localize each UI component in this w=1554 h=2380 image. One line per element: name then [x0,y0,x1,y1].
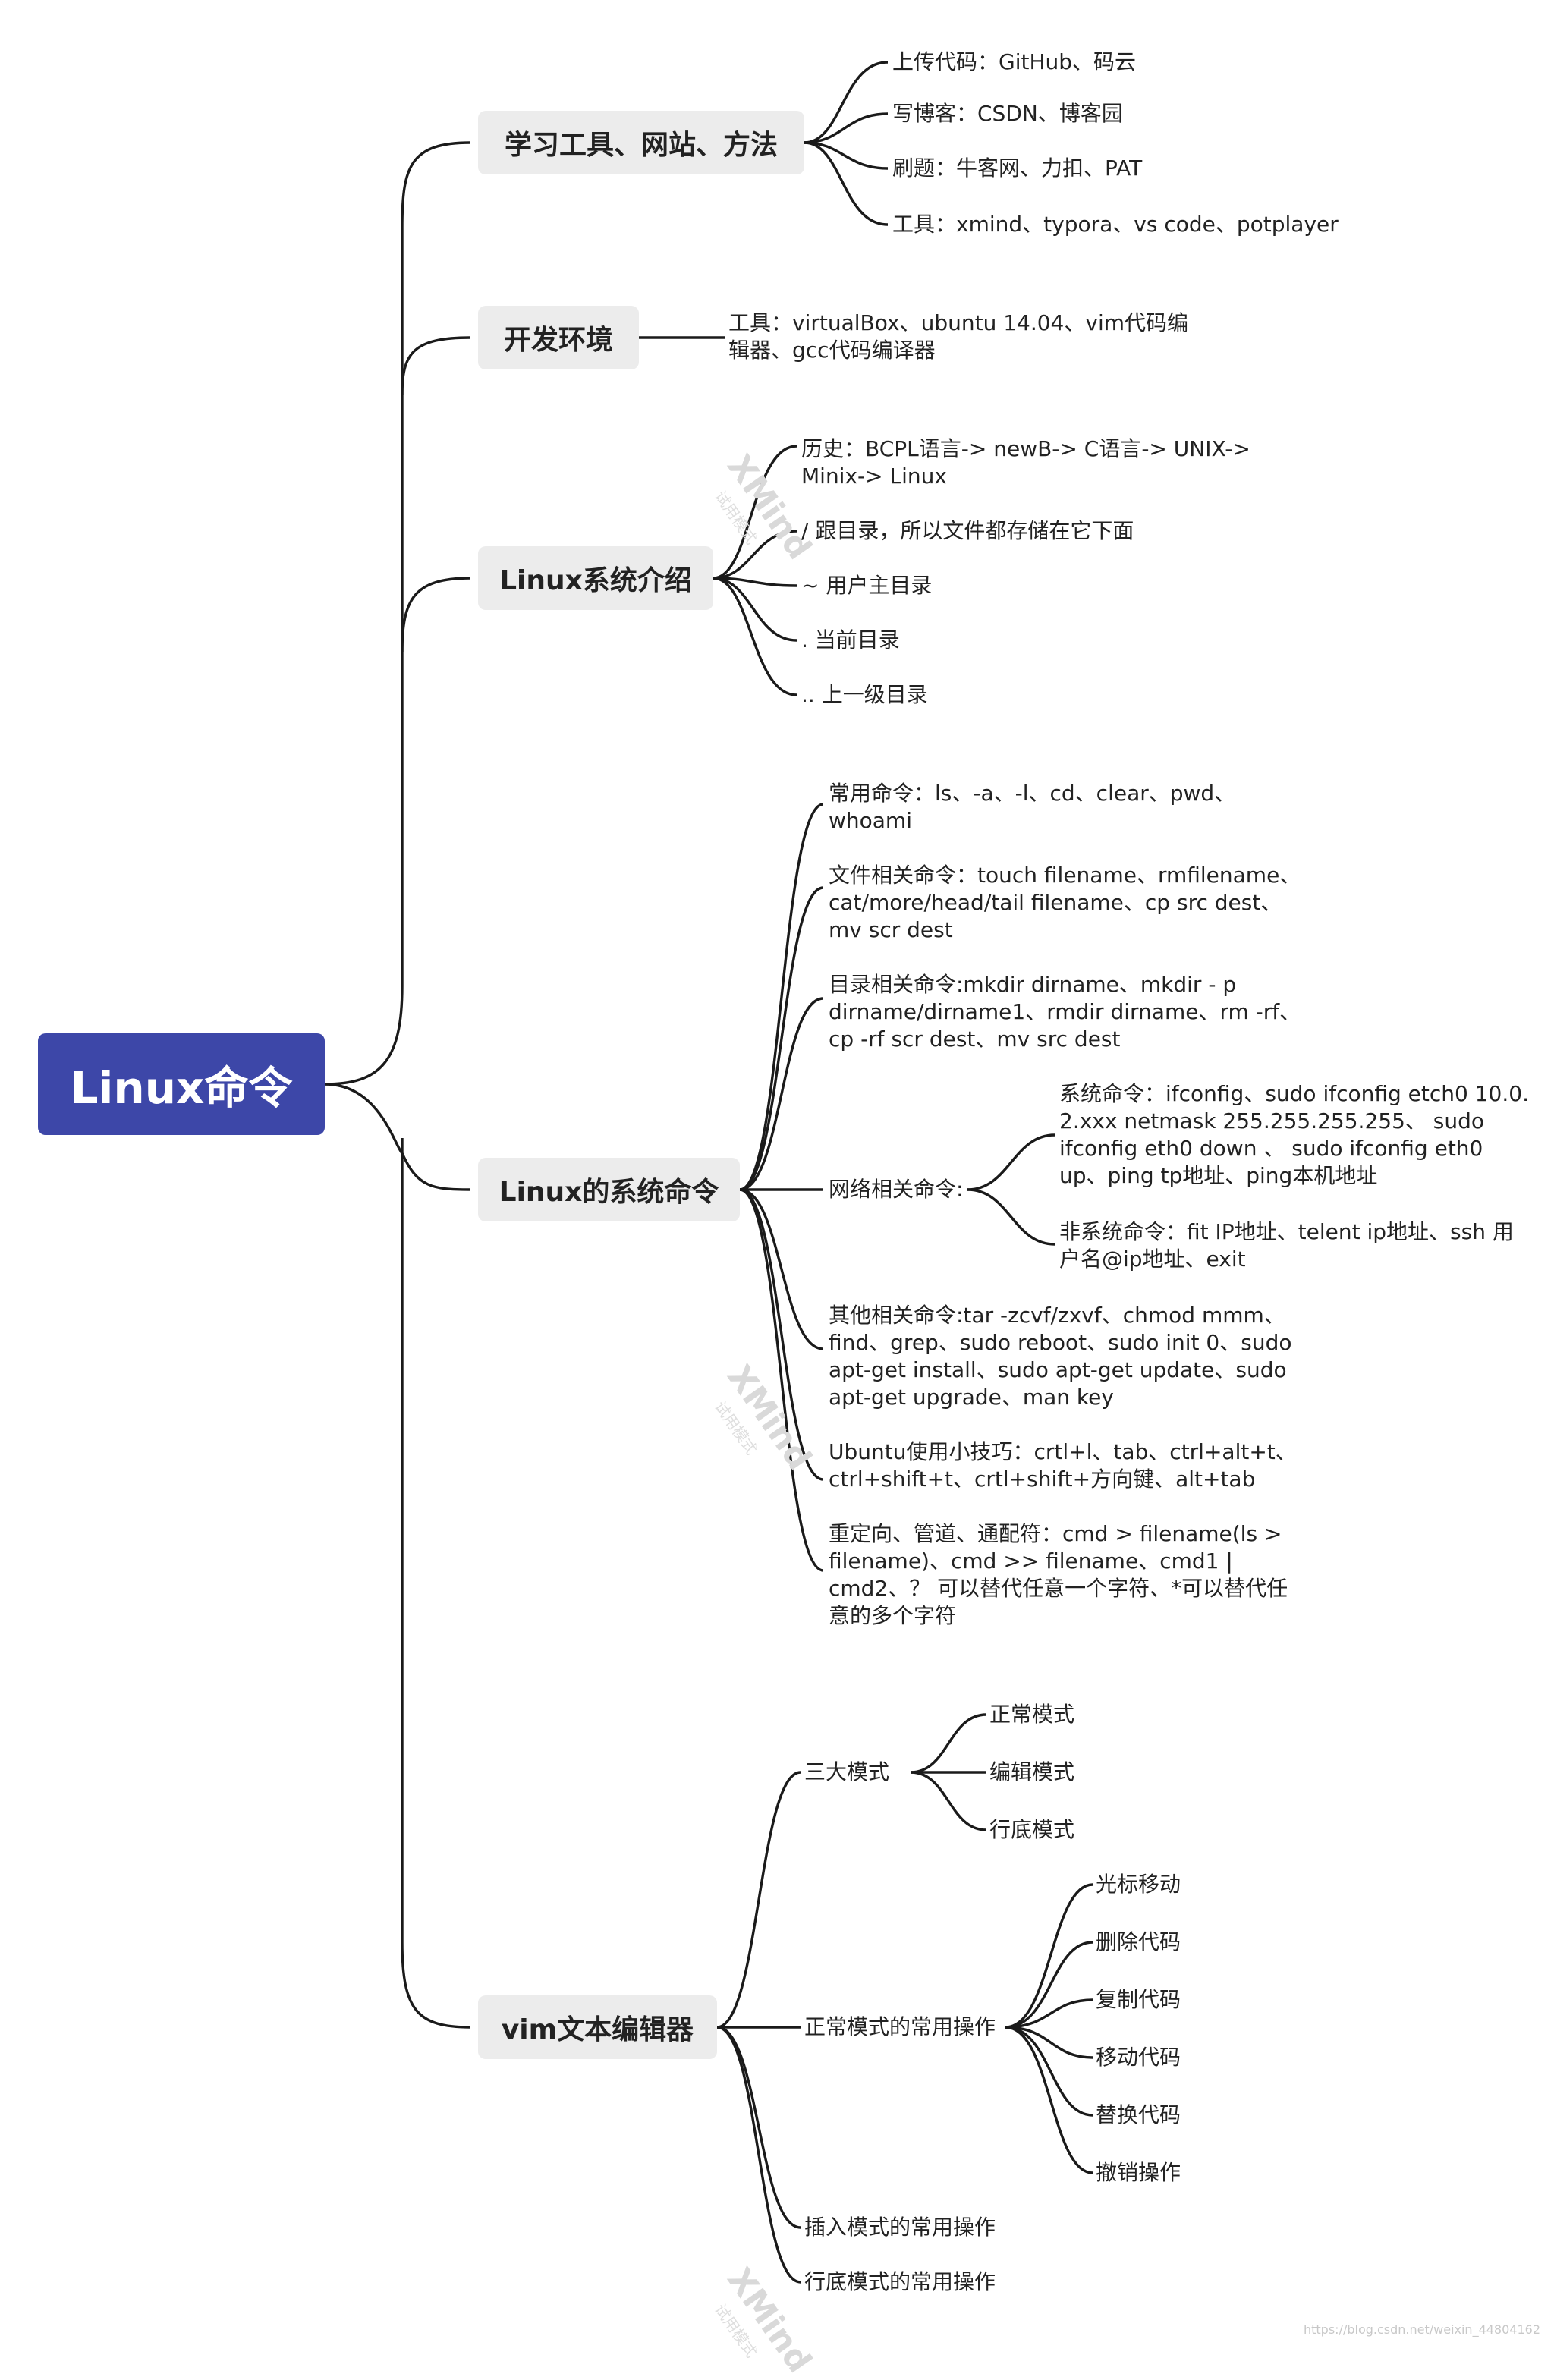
leaf-home-dir[interactable]: ~ 用户主目录 [801,573,933,598]
leaf-upload-code[interactable]: 上传代码：GitHub、码云 [892,49,1137,74]
branch-linux-intro[interactable]: Linux系统介绍 [478,546,713,610]
leaf-other-cmds[interactable]: 其他相关命令:tar -zcvf/zxvf、chmod mmm、 find、gr… [829,1302,1291,1411]
leaf-insert-mode-ops[interactable]: 插入模式的常用操作 [804,2215,996,2240]
leaf-line: 户名@ip地址、exit [1059,1247,1246,1272]
leaf-line: apt-get install、sudo apt-get update、sudo [829,1357,1287,1382]
leaf-line: Ubuntu使用小技巧：crtl+l、tab、ctrl+alt+t、 [829,1439,1297,1464]
connector-branch-3 [401,577,471,653]
leaf-line: 历史：BCPL语言-> newB-> C语言-> UNIX-> [801,436,1250,461]
leaf-lastline-mode-ops[interactable]: 行底模式的常用操作 [804,2269,996,2294]
leaf-line: 2.xxx netmask 255.255.255.255、 sudo [1059,1108,1485,1133]
leaf-op-replace[interactable]: 替换代码 [1096,2102,1181,2127]
leaf-ubuntu-tips[interactable]: Ubuntu使用小技巧：crtl+l、tab、ctrl+alt+t、 ctrl+… [829,1438,1297,1493]
leaf-line: up、ping tp地址、ping本机地址 [1059,1163,1378,1188]
root-node[interactable]: Linux命令 [38,1033,325,1135]
leaf-line: ctrl+shift+t、crtl+shift+方向键、alt+tab [829,1467,1256,1492]
connector-branch-5 [401,1138,471,2029]
leaf-dev-tools[interactable]: 工具：virtualBox、ubuntu 14.04、vim代码编 辑器、gcc… [728,310,1188,364]
leaf-line: apt-get upgrade、man key [829,1385,1114,1410]
leaf-line: whoami [829,808,912,833]
leaf-line: Minix-> Linux [801,464,947,489]
leaf-line: 系统命令：ifconfig、sudo ifconfig etch0 10.0. [1059,1081,1529,1106]
leaf-file-cmds[interactable]: 文件相关命令：touch filename、rmfilename、 cat/mo… [829,862,1301,944]
leaf-line: 目录相关命令:mkdir dirname、mkdir - p [829,972,1237,997]
connector-branch-1 [324,141,471,1086]
leaf-mode-normal[interactable]: 正常模式 [989,1702,1075,1727]
leaf-non-system-cmds[interactable]: 非系统命令：fit IP地址、telent ip地址、ssh 用 户名@ip地址… [1059,1218,1514,1273]
leaf-common-cmds[interactable]: 常用命令：ls、-a、-l、cd、clear、pwd、 whoami [829,780,1235,835]
leaf-practice[interactable]: 刷题：牛客网、力扣、PAT [892,156,1143,181]
leaf-op-cursor[interactable]: 光标移动 [1096,1872,1181,1897]
leaf-system-cmds[interactable]: 系统命令：ifconfig、sudo ifconfig etch0 10.0. … [1059,1080,1529,1190]
branch-vim-editor[interactable]: vim文本编辑器 [478,1995,717,2059]
leaf-op-move[interactable]: 移动代码 [1096,2045,1181,2070]
leaf-line: filename)、cmd >> filename、cmd1 | [829,1548,1233,1574]
leaf-line: ifconfig eth0 down 、 sudo ifconfig eth0 [1059,1136,1483,1161]
leaf-line: find、grep、sudo reboot、sudo init 0、sudo [829,1330,1292,1355]
leaf-line: 辑器、gcc代码编译器 [728,338,936,363]
connector-branch-4 [324,1083,471,1191]
leaf-dir-cmds[interactable]: 目录相关命令:mkdir dirname、mkdir - p dirname/d… [829,971,1301,1053]
leaf-mode-lastline[interactable]: 行底模式 [989,1817,1075,1842]
leaf-mode-edit[interactable]: 编辑模式 [989,1759,1075,1784]
leaf-op-copy[interactable]: 复制代码 [1096,1987,1181,2012]
leaf-history[interactable]: 历史：BCPL语言-> newB-> C语言-> UNIX-> Minix-> … [801,435,1250,490]
leaf-line: dirname/dirname1、rmdir dirname、rm -rf、 [829,999,1301,1024]
leaf-line: cmd2、？ 可以替代任意一个字符、*可以替代任 [829,1576,1288,1601]
leaf-line: cat/more/head/tail filename、cp src dest、 [829,890,1282,915]
branch-dev-env[interactable]: 开发环境 [478,306,639,369]
leaf-blog[interactable]: 写博客：CSDN、博客园 [892,101,1123,126]
leaf-normal-mode-ops[interactable]: 正常模式的常用操作 [804,2014,996,2039]
connector-branch-2 [401,336,471,395]
leaf-line: 重定向、管道、通配符：cmd > filename(ls > [829,1521,1282,1546]
leaf-line: 常用命令：ls、-a、-l、cd、clear、pwd、 [829,781,1236,806]
leaf-current-dir[interactable]: . 当前目录 [801,627,900,652]
leaf-parent-dir[interactable]: .. 上一级目录 [801,682,928,707]
leaf-line: 文件相关命令：touch filename、rmfilename、 [829,863,1301,888]
branch-learning-tools[interactable]: 学习工具、网站、方法 [478,111,804,174]
leaf-op-undo[interactable]: 撤销操作 [1096,2160,1181,2185]
leaf-op-delete[interactable]: 删除代码 [1096,1929,1181,1954]
leaf-line: mv scr dest [829,917,953,942]
leaf-line: 非系统命令：fit IP地址、telent ip地址、ssh 用 [1059,1219,1514,1244]
leaf-line: 意的多个字符 [829,1603,957,1628]
leaf-network-cmds[interactable]: 网络相关命令: [829,1177,964,1202]
leaf-line: 工具：virtualBox、ubuntu 14.04、vim代码编 [728,310,1188,335]
leaf-three-modes[interactable]: 三大模式 [804,1759,890,1784]
leaf-tools[interactable]: 工具：xmind、typora、vs code、potplayer [892,212,1339,237]
leaf-line: cp -rf scr dest、mv src dest [829,1027,1121,1052]
leaf-redirect-pipe[interactable]: 重定向、管道、通配符：cmd > filename(ls > filename)… [829,1520,1288,1630]
leaf-line: 其他相关命令:tar -zcvf/zxvf、chmod mmm、 [829,1303,1285,1328]
leaf-root-dir[interactable]: / 跟目录，所以文件都存储在它下面 [801,518,1134,543]
branch-linux-commands[interactable]: Linux的系统命令 [478,1158,740,1221]
footer-url: https://blog.csdn.net/weixin_44804162 [1303,2322,1540,2337]
